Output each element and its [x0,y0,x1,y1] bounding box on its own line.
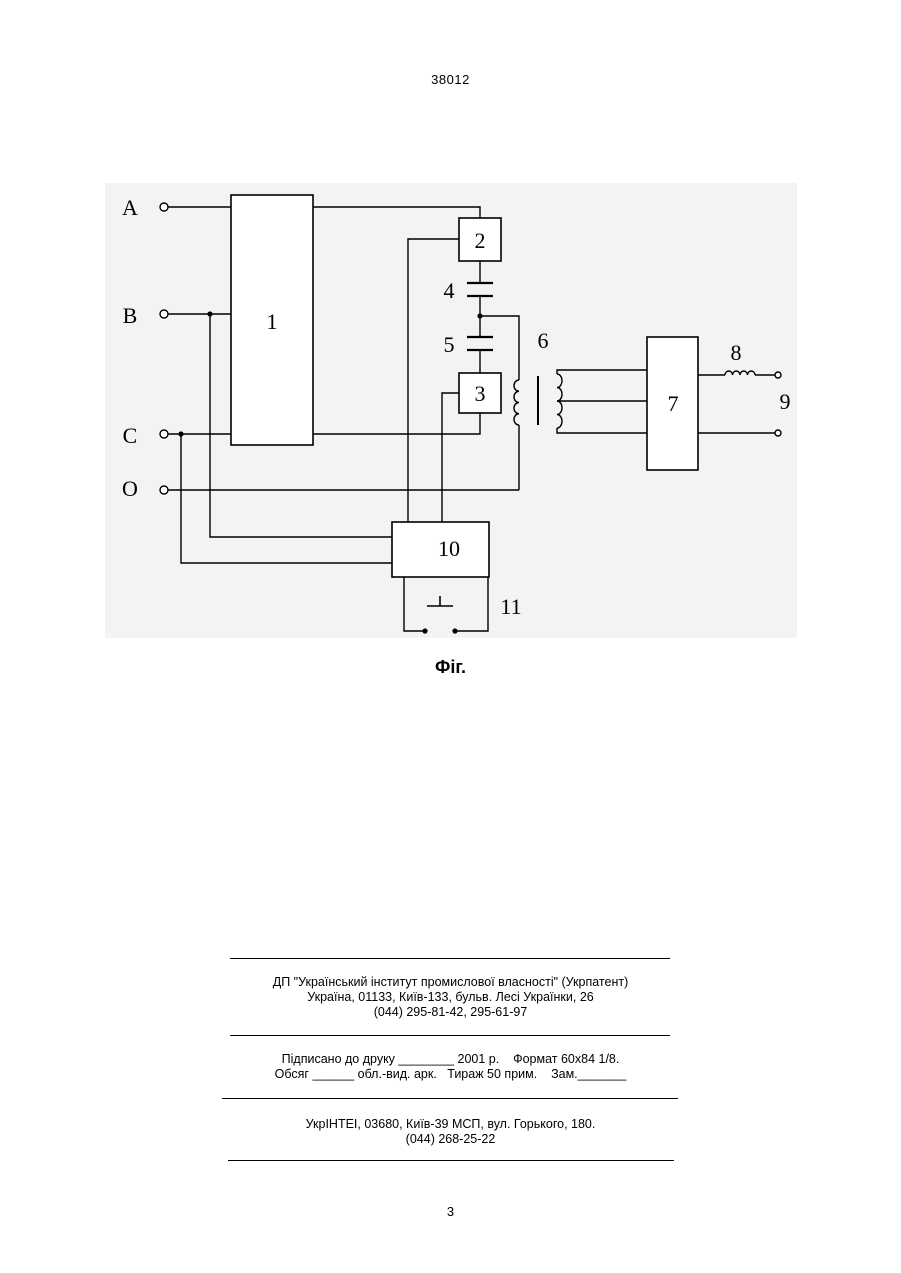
block-1-label: 1 [267,309,278,334]
block-7-label: 7 [668,391,679,416]
terminal-label-o: O [122,476,138,501]
terminal-label-c: C [123,423,138,448]
capacitor-5-label: 5 [444,332,455,357]
block-2-label: 2 [475,228,486,253]
transformer-6-label: 6 [538,328,549,353]
block-3-label: 3 [475,381,486,406]
divider [230,958,670,959]
terminal-label-a: A [122,195,138,220]
capacitor-4-label: 4 [444,278,455,303]
terminal-label-b: B [123,303,138,328]
print-info-block: Підписано до друку ________ 2001 р. Форм… [0,1052,901,1082]
print-info-line: Обсяг ______ обл.-вид. арк. Тираж 50 при… [0,1067,901,1082]
printer-line: (044) 268-25-22 [0,1132,901,1147]
page-number: 3 [0,1204,901,1219]
switch-11-label: 11 [500,594,521,619]
publisher-line: ДП "Український інститут промислової вла… [0,975,901,990]
publisher-block: ДП "Український інститут промислової вла… [0,975,901,1020]
printer-line: УкрІНТЕІ, 03680, Київ-39 МСП, вул. Горьк… [0,1117,901,1132]
output-9-label: 9 [780,389,791,414]
divider [230,1035,670,1036]
publisher-line: (044) 295-81-42, 295-61-97 [0,1005,901,1020]
divider [228,1160,674,1161]
block-10-label: 10 [438,536,460,561]
divider [222,1098,678,1099]
inductor-8-label: 8 [731,340,742,365]
printer-block: УкрІНТЕІ, 03680, Київ-39 МСП, вул. Горьк… [0,1117,901,1147]
figure-caption: Фіг. [0,657,901,678]
publisher-line: Україна, 01133, Київ-133, бульв. Лесі Ук… [0,990,901,1005]
circuit-diagram: A B C O 1 2 4 5 6 3 7 8 9 10 11 [0,0,901,700]
print-info-line: Підписано до друку ________ 2001 р. Форм… [0,1052,901,1067]
